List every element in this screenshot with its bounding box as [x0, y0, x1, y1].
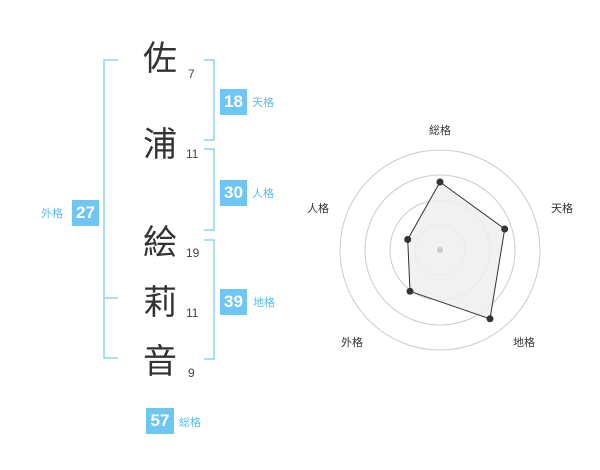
axis-label-jinkaku: 人格 — [307, 201, 329, 215]
jinkaku-bracket — [204, 148, 215, 231]
soukaku-value: 57 — [146, 408, 174, 434]
stroke-count-4: 11 — [186, 306, 199, 320]
tenkaku-label: 天格 — [252, 96, 274, 109]
name-char-5: 音 — [143, 342, 177, 382]
outer-bracket — [103, 59, 118, 359]
tenkaku-bracket — [204, 59, 215, 141]
radar-point-1 — [436, 178, 444, 186]
radar-point-4 — [406, 287, 414, 295]
name-char-4: 莉 — [143, 283, 177, 323]
gaikaku-value: 27 — [72, 200, 99, 226]
jinkaku-label: 人格 — [252, 187, 274, 200]
stroke-count-1: 7 — [188, 67, 195, 81]
radar-ring — [339, 149, 541, 351]
name-char-2: 浦 — [143, 125, 177, 165]
axis-label-chikaku: 地格 — [513, 335, 535, 349]
jinkaku-value: 30 — [220, 180, 247, 206]
stroke-count-5: 9 — [188, 366, 195, 380]
stroke-count-3: 19 — [186, 246, 200, 260]
radar-center — [437, 247, 443, 253]
stroke-count-2: 11 — [186, 147, 199, 161]
radar-point-3 — [486, 315, 494, 323]
chikaku-bracket — [204, 239, 215, 360]
axis-label-soukaku: 総格 — [429, 123, 451, 137]
radar-ring — [364, 174, 516, 326]
chikaku-value: 39 — [220, 289, 247, 315]
axis-label-gaikaku: 外格 — [341, 335, 363, 349]
radar-point-5 — [404, 236, 412, 243]
name-char-1: 佐 — [143, 39, 177, 79]
radar-points — [404, 178, 509, 323]
chikaku-label: 地格 — [253, 296, 275, 309]
gaikaku-label: 外格 — [41, 207, 63, 220]
axis-label-tenkaku: 天格 — [551, 201, 573, 215]
soukaku-label: 総格 — [179, 416, 201, 429]
radar-point-2 — [501, 225, 509, 233]
name-char-3: 絵 — [143, 223, 177, 263]
radar-polygon — [407, 181, 506, 320]
tenkaku-value: 18 — [220, 89, 247, 115]
